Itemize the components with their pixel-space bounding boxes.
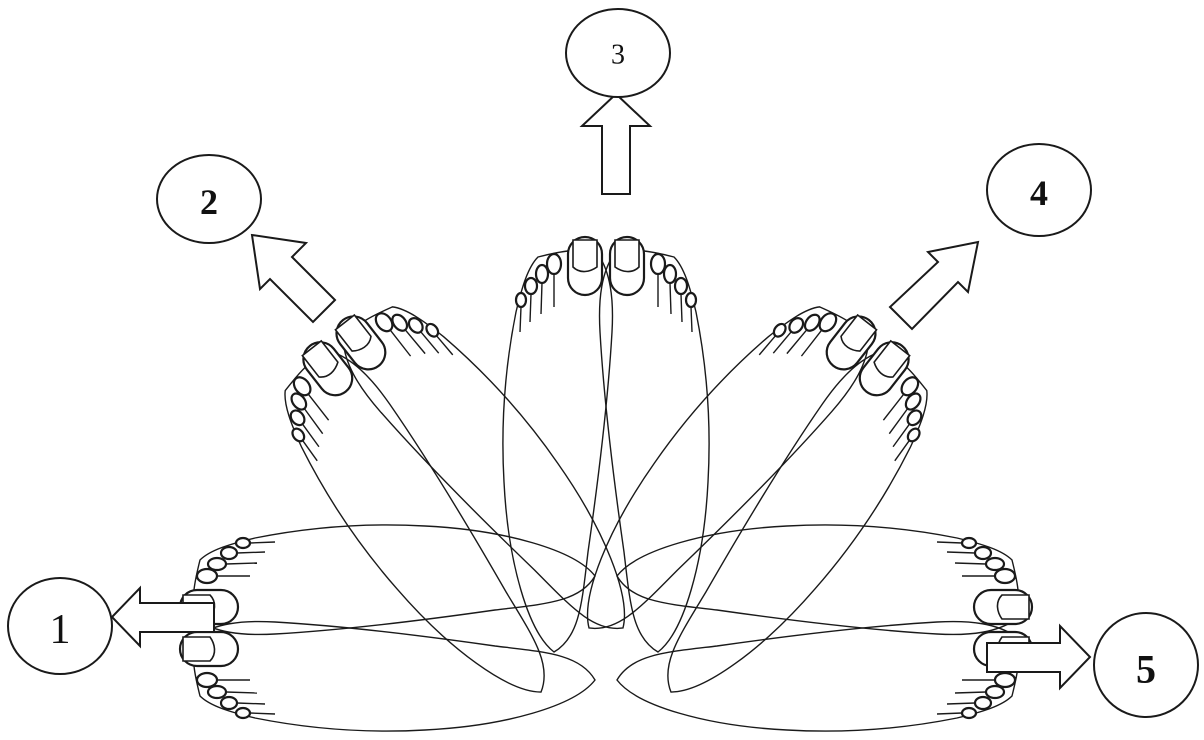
- direction-label-1: 1: [50, 607, 71, 653]
- direction-label-2: 2: [200, 182, 218, 222]
- foot-pair-up: [503, 237, 709, 652]
- foot-pair-right: [617, 525, 1032, 731]
- direction-label-3: 3: [611, 40, 625, 71]
- arrow-up-right: [890, 242, 978, 329]
- direction-label-5: 5: [1136, 647, 1156, 692]
- arrow-up-left: [252, 235, 335, 322]
- direction-label-4: 4: [1030, 173, 1048, 213]
- foot-pair-left: [180, 525, 595, 731]
- arrow-up: [582, 94, 650, 194]
